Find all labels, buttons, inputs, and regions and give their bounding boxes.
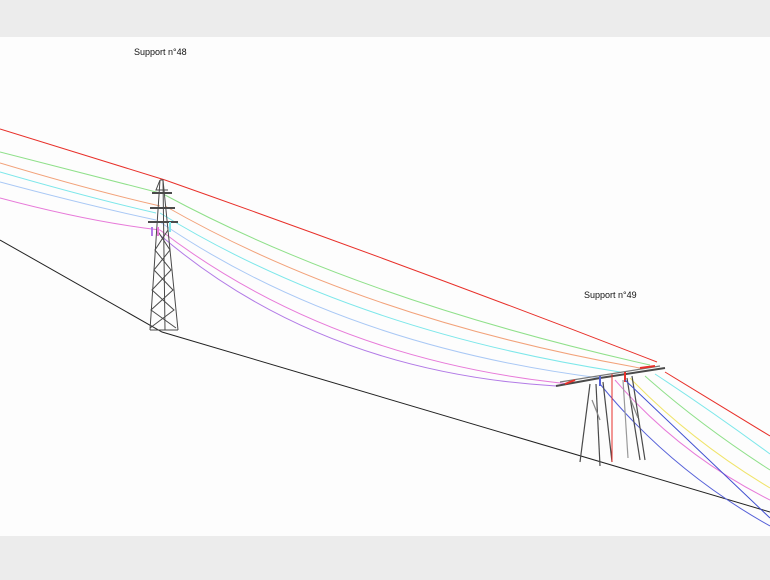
support-49-label: Support n°49 (584, 290, 637, 300)
tower-49 (555, 365, 666, 467)
drawing-canvas (0, 37, 770, 536)
top-margin (0, 0, 770, 37)
conductors-span-47-48 (0, 128, 166, 231)
bottom-margin (0, 536, 770, 580)
tower-48 (148, 179, 179, 331)
support-48-label: Support n°48 (134, 47, 187, 57)
conductors-span-49-50 (599, 371, 770, 527)
ground-profile (0, 239, 770, 513)
guy-line (624, 379, 770, 519)
conductors-span-48-49 (159, 179, 658, 387)
